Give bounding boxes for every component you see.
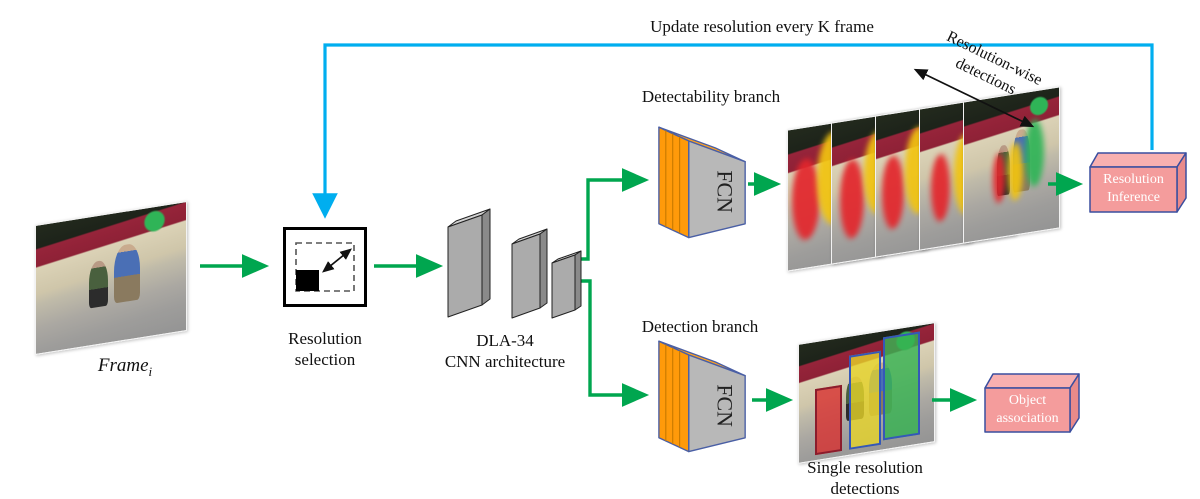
single-resolution-label: Single resolution detections	[807, 458, 923, 498]
fcn-block-bottom: FCN	[658, 340, 746, 453]
fcn-block-top: FCN	[658, 126, 746, 239]
resolution-selection-label: Resolution selection	[288, 329, 362, 369]
detectability-branch-label: Detectability branch	[641, 87, 781, 106]
fcn-top-label: FCN	[713, 170, 737, 213]
dla34-label: DLA-34 CNN architecture	[444, 331, 566, 371]
feedback-loop-label: Update resolution every K frame	[650, 17, 874, 36]
feedback-loop-line	[312, 43, 1154, 219]
object-association-label: Object association	[996, 393, 1059, 426]
resolution-selection-icon	[283, 227, 367, 307]
resolution-range-arrow	[913, 68, 1035, 128]
detection-branch-label: Detection branch	[641, 317, 759, 336]
full-resolution-dashed-outline	[295, 242, 355, 292]
resolution-inference-label: Resolution Inference	[1103, 172, 1164, 205]
object-association-box	[984, 373, 1080, 433]
resolution-inference-box	[1089, 152, 1187, 213]
arrow-dla-to-fcn-top	[570, 168, 650, 261]
resolution-scale-arrow	[322, 248, 352, 273]
frame-label: Framei	[97, 355, 153, 379]
selected-resolution-square	[296, 270, 319, 291]
fcn-bottom-label: FCN	[713, 384, 737, 427]
dla34-blocks	[447, 208, 582, 319]
